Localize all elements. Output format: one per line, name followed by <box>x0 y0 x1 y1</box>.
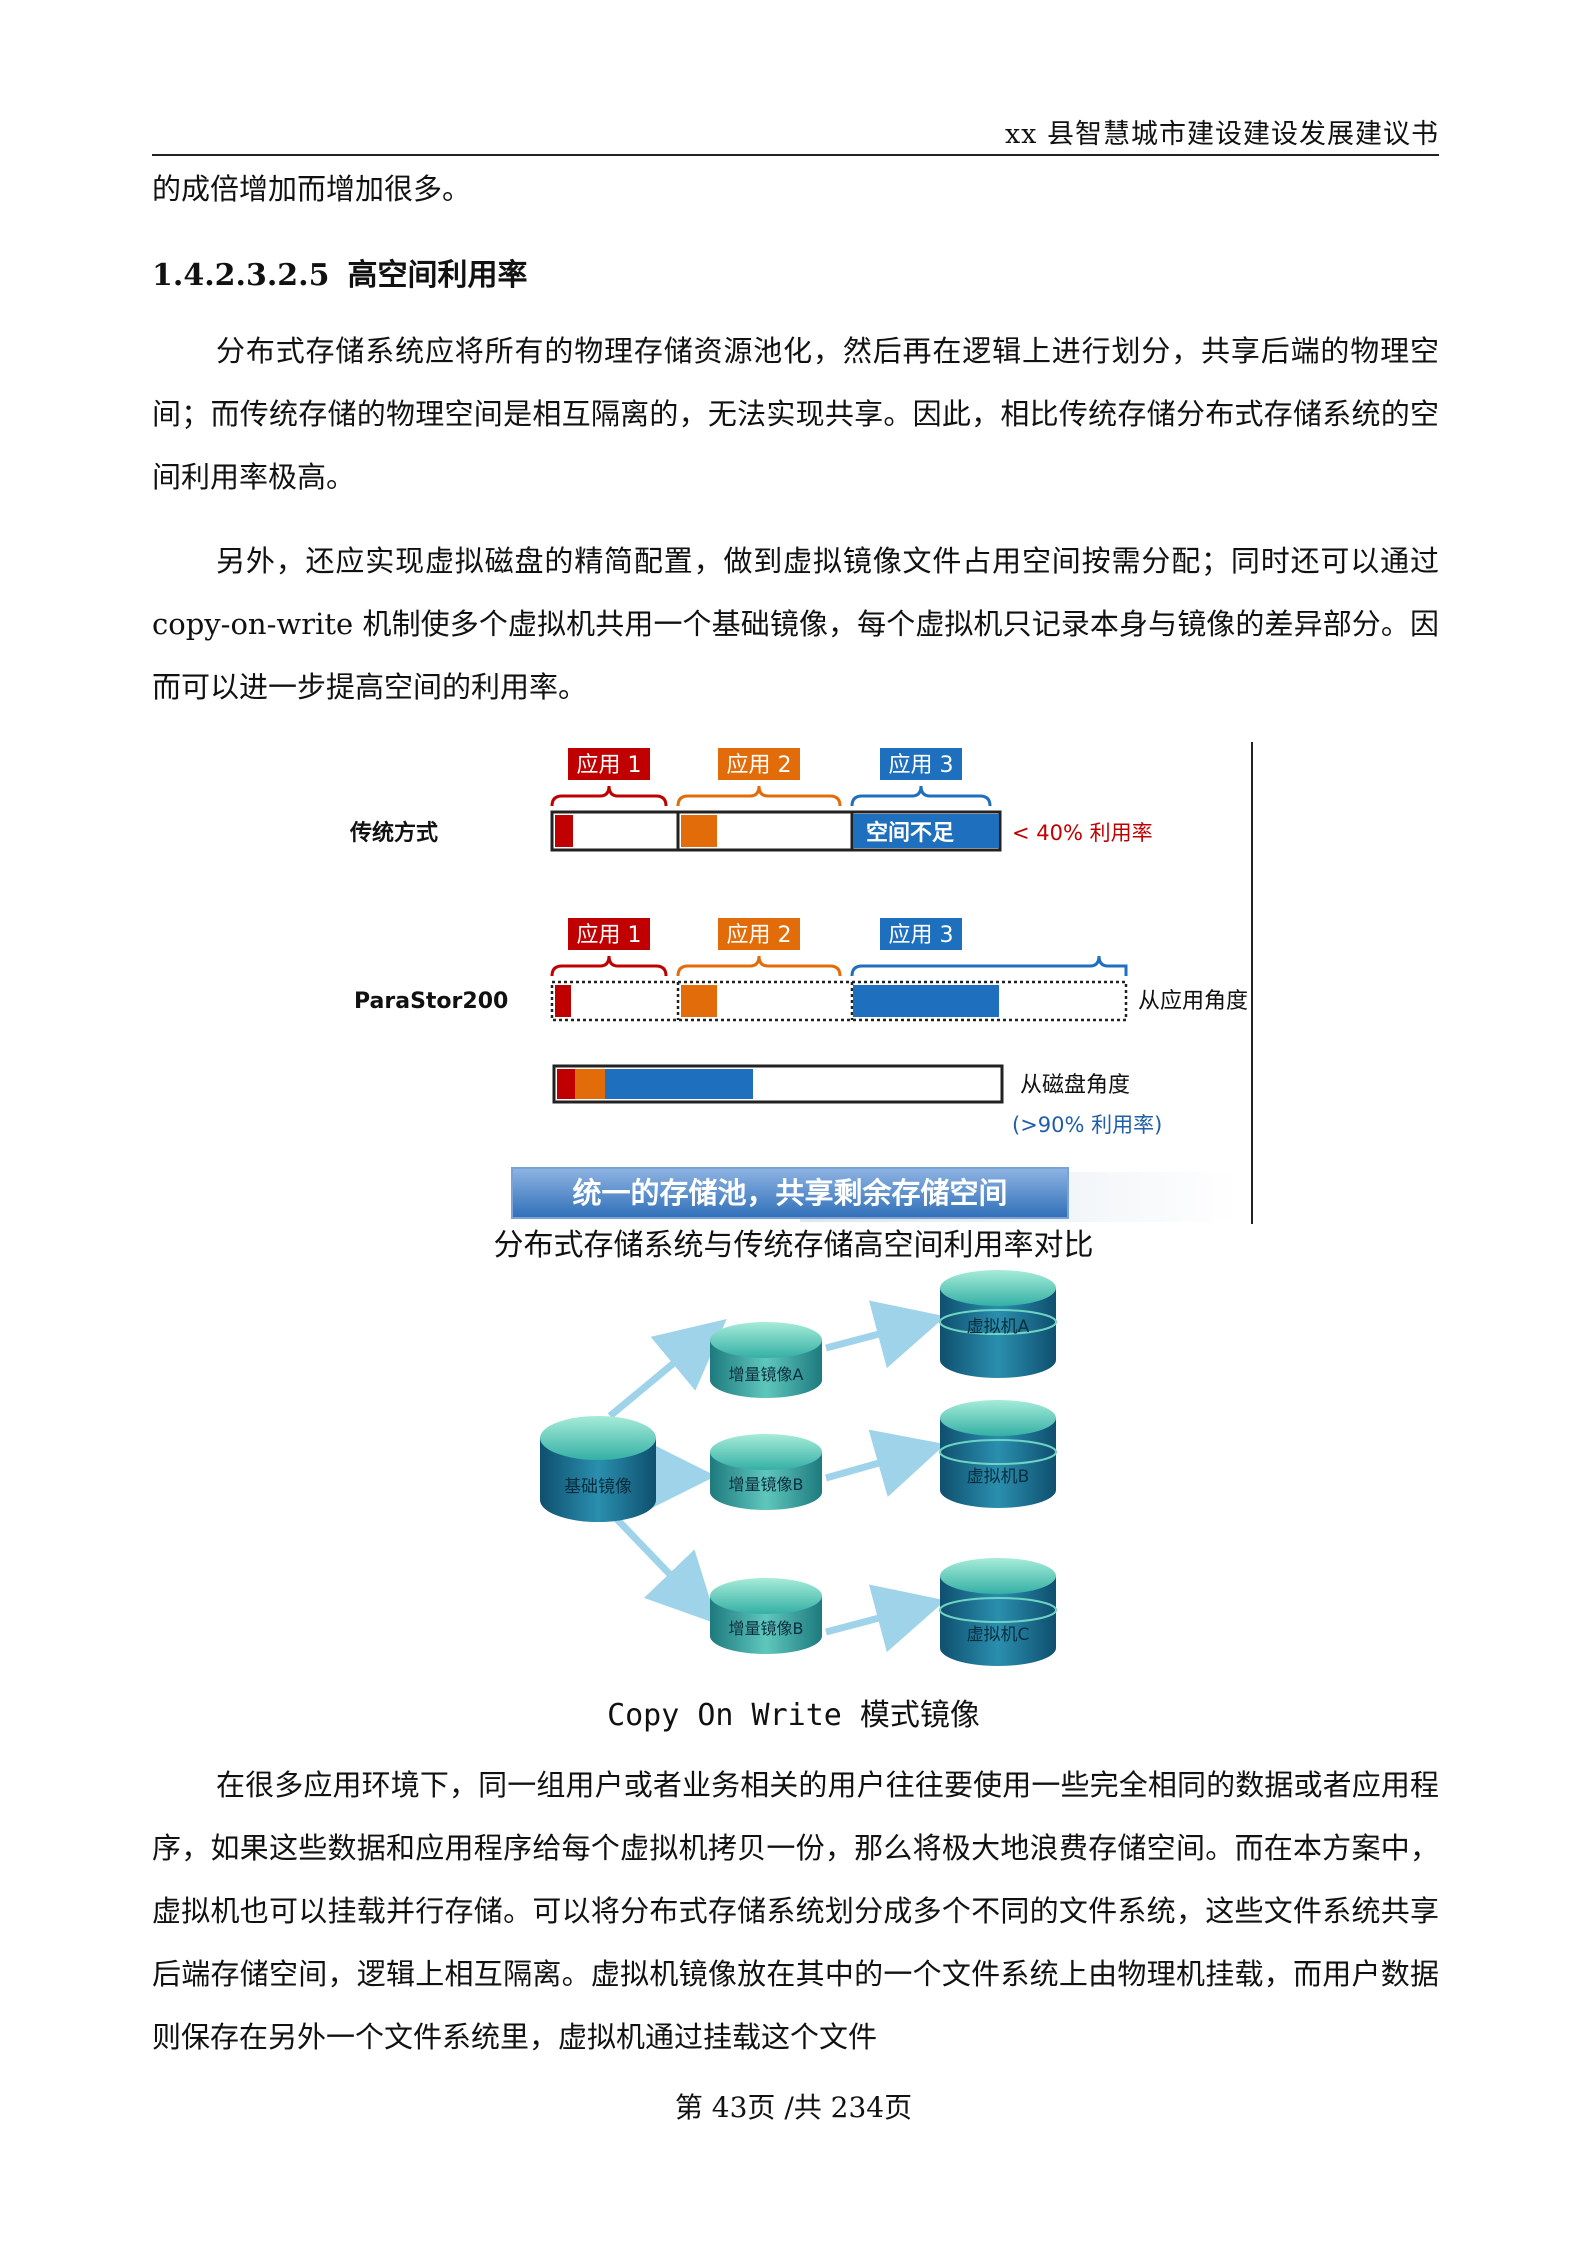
increment-image-c-cylinder: 增量镜像B <box>710 1578 822 1654</box>
vm-c-label: 虚拟机C <box>967 1625 1030 1645</box>
parastor-app-label-2: 应用 2 <box>718 918 800 950</box>
traditional-storage-bar: 空间不足 <box>550 810 1002 852</box>
row-parastor-label: ParaStor200 <box>354 989 508 1014</box>
unified-pool-banner: 统一的存储池，共享剩余存储空间 <box>511 1167 1240 1222</box>
parastor-brace-2 <box>676 955 842 977</box>
disk-view-label: 从磁盘角度 <box>1020 1073 1130 1098</box>
parastor-disk-view-bar <box>552 1064 1004 1104</box>
figure1-caption: 分布式存储系统与传统存储高空间利用率对比 <box>493 1228 1094 1263</box>
vm-c-cylinder: 虚拟机C <box>939 1558 1057 1666</box>
app-label-1-text: 应用 1 <box>577 753 642 778</box>
page-footer: 第 43页 /共 234页 <box>674 2091 913 2124</box>
vm-a-label: 虚拟机A <box>967 1317 1030 1337</box>
app-label-3: 应用 3 <box>880 748 962 780</box>
parastor-app-label-2-text: 应用 2 <box>727 923 792 948</box>
vm-a-cylinder: 虚拟机A <box>939 1270 1057 1378</box>
parastor-app-label-3-text: 应用 3 <box>889 923 954 948</box>
parastor-app-view-bar <box>550 980 1128 1022</box>
traditional-util-label: < 40% 利用率 <box>1012 821 1153 845</box>
disk-util-label: (>90% 利用率) <box>1012 1113 1162 1137</box>
increment-image-b-label: 增量镜像B <box>729 1475 804 1494</box>
section-title: 高空间利用率 <box>347 258 528 293</box>
section-heading: 1.4.2.3.2.5 高空间利用率 <box>152 250 527 294</box>
section-number: 1.4.2.3.2.5 <box>152 258 330 293</box>
parastor-brace-3 <box>850 955 1128 977</box>
vm-b-cylinder: 虚拟机B <box>939 1400 1057 1508</box>
vm-b-label: 虚拟机B <box>967 1467 1030 1487</box>
brace-3 <box>850 785 992 807</box>
increment-image-b-cylinder: 增量镜像B <box>710 1434 822 1510</box>
parastor-brace-1 <box>550 955 668 977</box>
figure2-caption: Copy On Write 模式镜像 <box>607 1698 980 1733</box>
increment-image-a-cylinder: 增量镜像A <box>710 1322 822 1398</box>
page-header-title: xx 县智慧城市建设建设发展建议书 <box>1004 119 1439 150</box>
increment-image-a-label: 增量镜像A <box>729 1365 804 1384</box>
app-label-3-text: 应用 3 <box>889 753 954 778</box>
unified-pool-banner-text: 统一的存储池，共享剩余存储空间 <box>572 1176 1007 1210</box>
app-view-label: 从应用角度 <box>1138 989 1248 1014</box>
app-label-1: 应用 1 <box>568 748 650 780</box>
increment-image-c-label: 增量镜像B <box>729 1619 804 1638</box>
header-rule <box>152 154 1439 156</box>
brace-2 <box>676 785 842 807</box>
parastor-app-label-1-text: 应用 1 <box>577 923 642 948</box>
brace-1 <box>550 785 668 807</box>
continuation-text: 的成倍增加而增加很多。 <box>152 172 472 206</box>
paragraph-2: 另外，还应实现虚拟磁盘的精简配置，做到虚拟镜像文件占用空间按需分配；同时还可以通… <box>152 544 1439 704</box>
base-image-label: 基础镜像 <box>564 1477 632 1497</box>
row-traditional-label: 传统方式 <box>349 820 438 846</box>
app-label-2-text: 应用 2 <box>727 753 792 778</box>
app-label-2: 应用 2 <box>718 748 800 780</box>
storage-comparison-figure: 应用 1 应用 2 应用 3 传统方式 空间不足 < 40% 利用率 应用 1 … <box>349 742 1253 1224</box>
insufficient-space-label: 空间不足 <box>866 820 954 846</box>
copy-on-write-figure: 基础镜像 增量镜像A 增量镜像B 增量镜像B 虚拟机A 虚拟机B 虚拟机C <box>540 1270 1057 1666</box>
cow-arrows <box>607 1300 946 1653</box>
base-image-cylinder: 基础镜像 <box>540 1416 656 1522</box>
parastor-app-label-3: 应用 3 <box>880 918 962 950</box>
paragraph-1: 分布式存储系统应将所有的物理存储资源池化，然后再在逻辑上进行划分，共享后端的物理… <box>152 334 1439 494</box>
paragraph-3: 在很多应用环境下，同一组用户或者业务相关的用户往往要使用一些完全相同的数据或者应… <box>152 1768 1439 2054</box>
parastor-app-label-1: 应用 1 <box>568 918 650 950</box>
